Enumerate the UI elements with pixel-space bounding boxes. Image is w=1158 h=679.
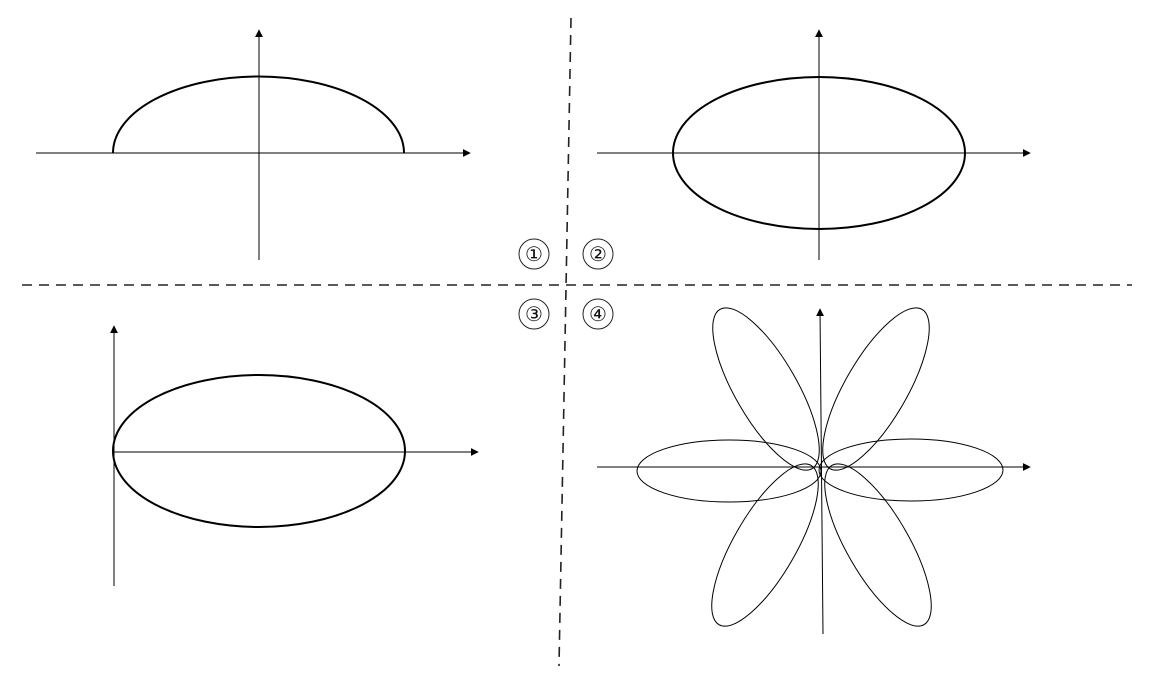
panel-2-label: ② (589, 242, 607, 266)
panel-2-label-circle (582, 238, 614, 270)
panel-1-label: ① (525, 242, 543, 266)
panel-4-petal-lower-left (711, 463, 819, 627)
panel-1-label-circle (518, 238, 550, 270)
panel-1-upper-half-ellipse (112, 75, 405, 154)
panel-4-petal-left (636, 439, 822, 503)
panel-3: ③ (110, 298, 550, 586)
panel-3-label-circle (518, 298, 550, 330)
panel-4-petal-upper-right (822, 307, 930, 471)
panel-2-ellipse (672, 76, 966, 230)
panel-3-label: ③ (525, 302, 543, 326)
panel-4-petal-right (818, 438, 1004, 502)
panel-4-petal-lower-right (824, 463, 932, 627)
panel-1: ① (36, 29, 550, 270)
panel-4-label: ④ (589, 302, 607, 326)
panel-2: ② (582, 29, 1031, 270)
panel-4: ④ (582, 298, 1031, 635)
panel-4-label-circle (582, 298, 614, 330)
panel-3-ellipse (112, 374, 406, 528)
panel-4-y-axis (816, 308, 825, 635)
panel-4-petal-upper-left (712, 307, 820, 471)
divider-vertical (558, 17, 572, 667)
